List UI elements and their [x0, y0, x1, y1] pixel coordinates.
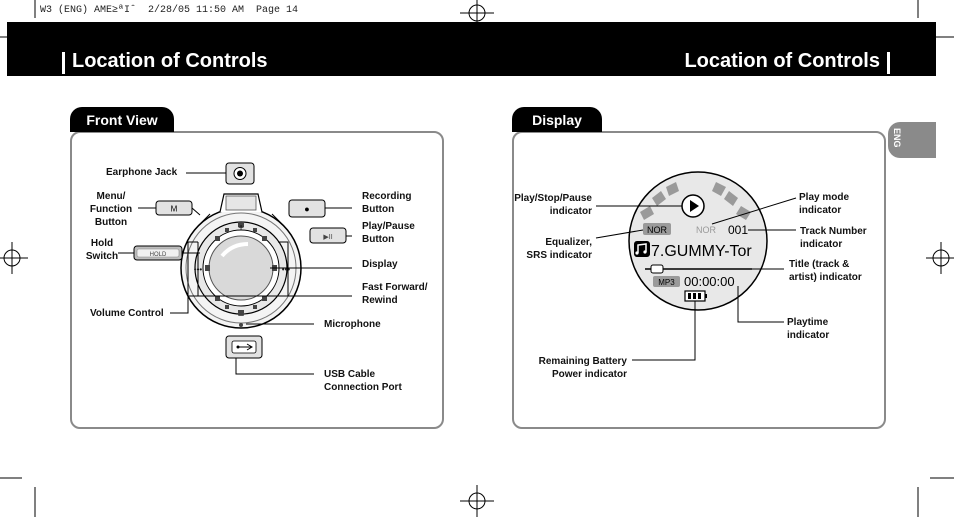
label-playtime-line1: Playtime	[787, 317, 829, 328]
label-playstop-line1: Play/Stop/Pause	[514, 193, 592, 204]
recording-key-mark: ●	[304, 204, 309, 214]
battery-icon	[684, 290, 707, 302]
label-menu-line2: Function	[89, 204, 133, 215]
label-ffrew-line2: Rewind	[362, 295, 398, 306]
volume-plus-mark: +	[238, 223, 244, 234]
label-playtime: Playtime indicator	[787, 316, 829, 342]
page-title-right: Location of Controls	[684, 50, 880, 72]
print-header: W3 (ENG) AME≥ªIˆ 2/28/05 11:50 AM Page 1…	[40, 5, 299, 16]
volume-minus-mark: –	[238, 310, 244, 321]
label-hold-line2: Switch	[85, 251, 119, 262]
level-arc-segments	[640, 182, 751, 220]
label-recording-line2: Button	[362, 204, 395, 215]
label-display: Display	[362, 259, 398, 270]
menu-key-mark: M	[171, 205, 178, 214]
label-playmode-line2: indicator	[799, 205, 842, 216]
track-title-text: 7.GUMMY-Tor	[651, 243, 752, 260]
svg-text:•••: •••	[282, 265, 291, 274]
hold-switch: HOLD	[133, 245, 183, 261]
play-pause-key-mark: ▶II	[323, 234, 332, 241]
label-battery-line2: Power indicator	[551, 369, 627, 380]
header-tick-left	[62, 52, 65, 74]
front-view-tab: Front View	[70, 107, 174, 132]
label-playstop-line2: indicator	[549, 206, 592, 217]
eq-badge	[643, 223, 671, 235]
language-label: ENG	[892, 128, 902, 148]
label-fast-forward-rewind: Fast Forward/ Rewind	[362, 281, 428, 307]
progress-slider	[645, 264, 752, 274]
label-eq-line2: SRS indicator	[526, 250, 592, 261]
label-volume-control: Volume Control	[90, 308, 164, 319]
label-equalizer-srs: Equalizer, SRS indicator	[500, 236, 592, 262]
label-tracknum-line2: indicator	[800, 239, 843, 250]
format-badge-text: MP3	[658, 278, 675, 287]
label-ffrew-line1: Fast Forward/	[362, 282, 428, 293]
label-remaining-battery: Remaining Battery Power indicator	[520, 355, 627, 381]
label-play-stop-pause: Play/Stop/Pause indicator	[500, 192, 592, 218]
label-title-line1: Title (track &	[789, 259, 850, 270]
label-playmode-line1: Play mode	[799, 192, 850, 203]
label-title-indicator: Title (track & artist) indicator	[789, 258, 862, 284]
label-menu-line1: Menu/	[96, 191, 126, 202]
front-view-tab-label: Front View	[86, 111, 158, 128]
play-mode-text: NOR	[696, 225, 717, 235]
label-hold-line1: Hold	[90, 238, 114, 249]
header-tick-right	[887, 52, 890, 74]
header-bar	[7, 22, 936, 76]
eq-badge-text: NOR	[647, 225, 668, 235]
display-tab-label: Display	[532, 111, 582, 128]
format-badge	[653, 276, 680, 287]
label-playpause-line1: Play/Pause	[362, 221, 415, 232]
display-leader-lines	[595, 197, 797, 361]
label-playtime-line2: indicator	[787, 330, 830, 341]
music-note-icon	[634, 241, 650, 257]
label-play-pause-button: Play/Pause Button	[362, 220, 415, 246]
page-title-left: Location of Controls	[72, 50, 268, 72]
label-hold-switch: Hold Switch	[78, 237, 126, 263]
label-play-mode: Play mode indicator	[799, 191, 849, 217]
label-recording-line1: Recording	[362, 191, 412, 202]
playtime-text: 00:00:00	[684, 274, 735, 289]
label-menu-function-button: Menu/ Function Button	[88, 190, 134, 229]
label-usb-cable-port: USB Cable Connection Port	[324, 368, 402, 394]
label-playpause-line2: Button	[362, 234, 395, 245]
front-view-leader-lines	[118, 172, 352, 375]
label-battery-line1: Remaining Battery	[538, 356, 627, 367]
hold-switch-mark: HOLD	[150, 252, 167, 258]
display-tab: Display	[512, 107, 602, 132]
play-indicator	[681, 194, 705, 218]
label-track-number: Track Number indicator	[800, 225, 867, 251]
usb-port-key	[225, 335, 263, 359]
earphone-jack-key	[225, 162, 255, 185]
language-side-tab: ENG	[888, 122, 936, 158]
label-recording-button: Recording Button	[362, 190, 411, 216]
label-eq-line1: Equalizer,	[545, 237, 592, 248]
track-number-text: 001	[728, 223, 748, 237]
label-menu-line3: Button	[94, 217, 128, 228]
device-body	[180, 193, 302, 329]
display-screen	[628, 171, 768, 311]
label-title-line2: artist) indicator	[789, 272, 862, 283]
label-earphone-jack: Earphone Jack	[106, 167, 178, 178]
label-usb-line2: Connection Port	[324, 382, 402, 393]
label-usb-line1: USB Cable	[324, 369, 376, 380]
label-tracknum-line1: Track Number	[800, 226, 867, 237]
label-microphone: Microphone	[324, 319, 381, 330]
